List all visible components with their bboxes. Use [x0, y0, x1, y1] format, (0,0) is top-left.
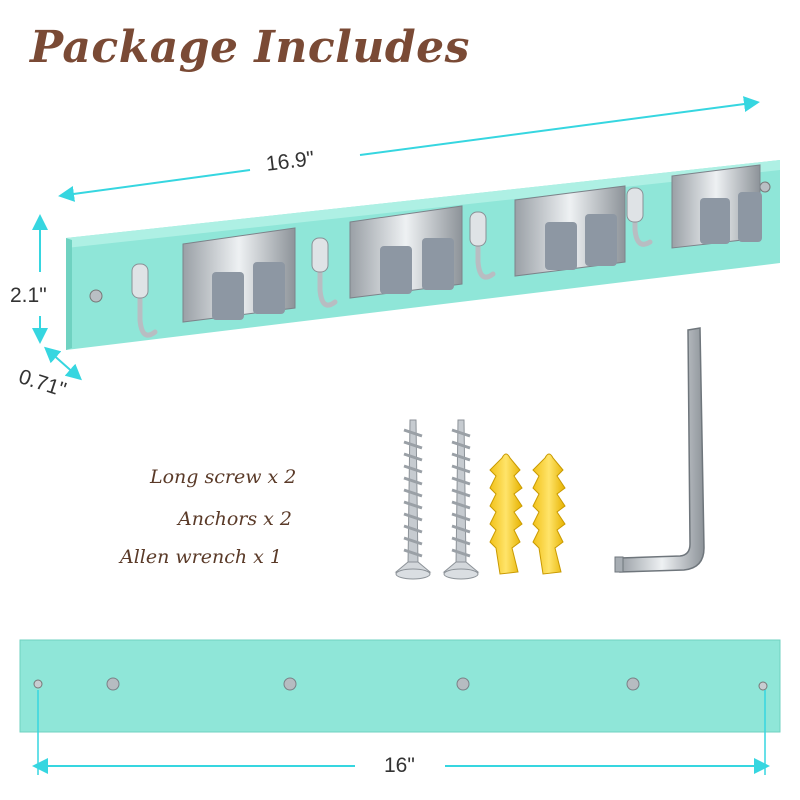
screw-head-icon [89, 289, 103, 303]
long-screw-icon [394, 419, 432, 580]
screw-hole-icon [106, 677, 640, 691]
front-mount-board [66, 160, 780, 350]
wall-anchor-icon [532, 453, 566, 575]
back-length-dimension-line [32, 690, 770, 775]
hook-icon [137, 192, 653, 338]
contents-item-allen-wrench: Allen wrench x 1 [120, 546, 282, 568]
thickness-dimension-line [44, 346, 82, 381]
height-label: 2.1" [6, 284, 51, 308]
back-length-label: 16" [380, 754, 419, 778]
mop-clamp-icon [182, 227, 296, 323]
screw-head-icon [759, 181, 771, 193]
wall-anchor-icon [489, 453, 523, 575]
mop-clamp-icon [514, 185, 626, 277]
back-mount-board [19, 639, 781, 733]
contents-item-screws: Long screw x 2 [150, 466, 297, 488]
contents-item-anchors: Anchors x 2 [178, 508, 292, 530]
mop-clamp-icon [349, 205, 463, 299]
allen-wrench-icon [614, 327, 705, 573]
mop-clamp-icon [671, 164, 762, 249]
length-dimension-line [58, 96, 760, 202]
long-screw-icon [442, 419, 480, 580]
page-title: Package Includes [30, 22, 470, 73]
